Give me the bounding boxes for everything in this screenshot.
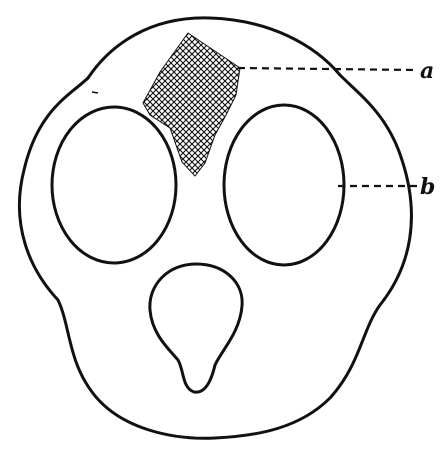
- label-a: a: [420, 58, 434, 84]
- callout-line-a: [238, 68, 418, 70]
- bottom-teardrop: [150, 264, 242, 392]
- label-b: b: [420, 174, 435, 200]
- right-oval: [224, 105, 344, 265]
- stray-mark: [92, 92, 98, 93]
- left-oval: [52, 107, 176, 263]
